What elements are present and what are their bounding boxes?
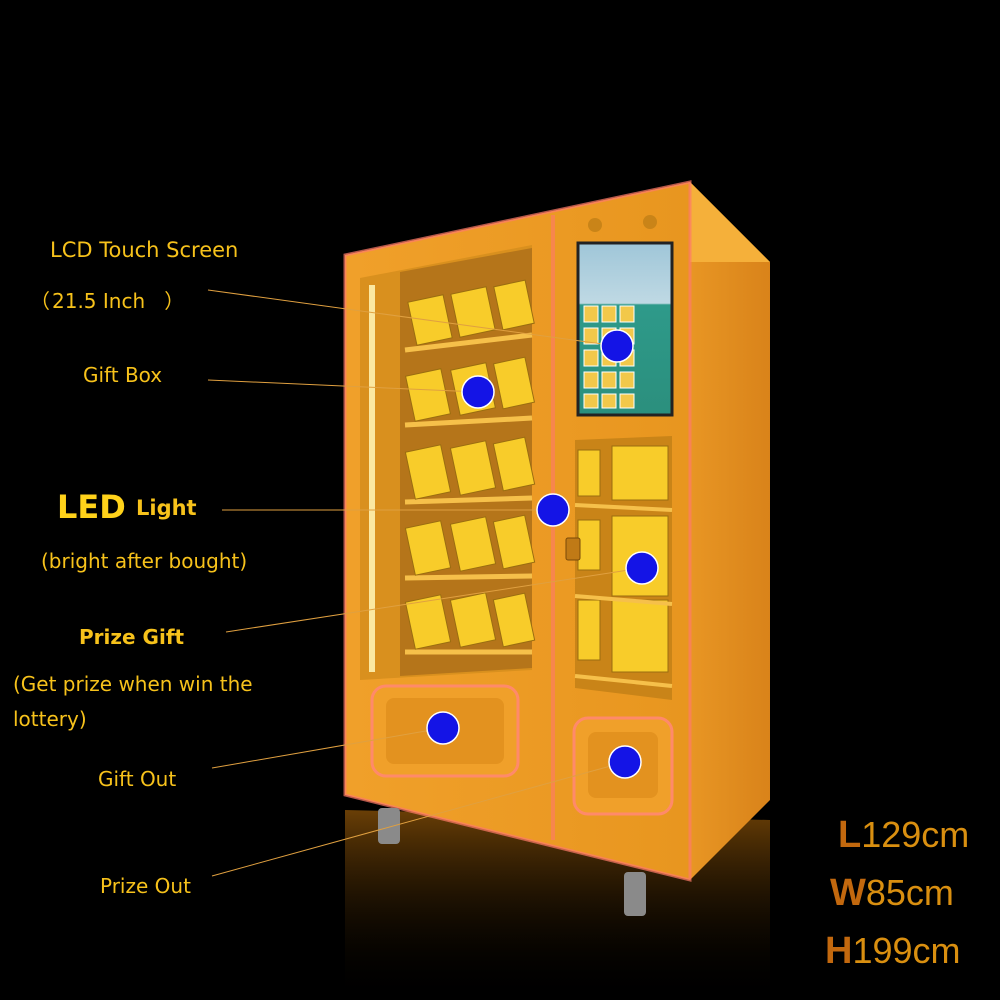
dimension-height: H199cm <box>825 930 961 973</box>
dimension-letter: W <box>830 872 866 914</box>
leader-lines <box>207 289 643 877</box>
caster-wheels <box>378 808 646 916</box>
blue-markers <box>426 329 659 779</box>
lcd-size-unit: Inch <box>102 289 146 313</box>
light-label: Light <box>136 496 197 520</box>
dimension-letter: L <box>838 814 862 856</box>
lcd-size-open: （ <box>30 289 50 313</box>
prize-out-label: Prize Out <box>100 874 191 898</box>
shelves <box>404 332 533 655</box>
door-lock <box>565 537 581 561</box>
dimension-width: W85cm <box>830 872 954 915</box>
dimension-value: 199cm <box>852 930 961 971</box>
lcd-title-label: LCD Touch Screen <box>50 238 239 262</box>
dimension-length: L129cm <box>838 814 969 857</box>
marker-lcd <box>600 329 634 363</box>
dimension-value: 85cm <box>865 872 954 913</box>
prize-note-line2: lottery) <box>13 707 87 731</box>
marker-gift-out <box>426 711 460 745</box>
lcd-size-number: 21.5 <box>52 289 97 313</box>
marker-gift-box <box>461 375 495 409</box>
prize-gift-label: Prize Gift <box>79 625 185 649</box>
marker-led <box>536 493 570 527</box>
led-label: LED <box>57 488 126 526</box>
lcd-size-close: ） <box>164 289 185 313</box>
gift-box-label: Gift Box <box>83 363 163 387</box>
cabinet-side <box>690 182 770 880</box>
prize-note-line1: (Get prize when win the <box>13 672 253 696</box>
marker-prize-out <box>608 745 642 779</box>
lcd-size-label: （21.5 Inch ） <box>30 285 184 314</box>
dimension-letter: H <box>825 930 853 972</box>
marker-prize-gift <box>625 551 659 585</box>
led-note-label: (bright after bought) <box>41 549 248 573</box>
dimension-value: 129cm <box>861 814 970 855</box>
gift-out-label: Gift Out <box>98 767 177 791</box>
